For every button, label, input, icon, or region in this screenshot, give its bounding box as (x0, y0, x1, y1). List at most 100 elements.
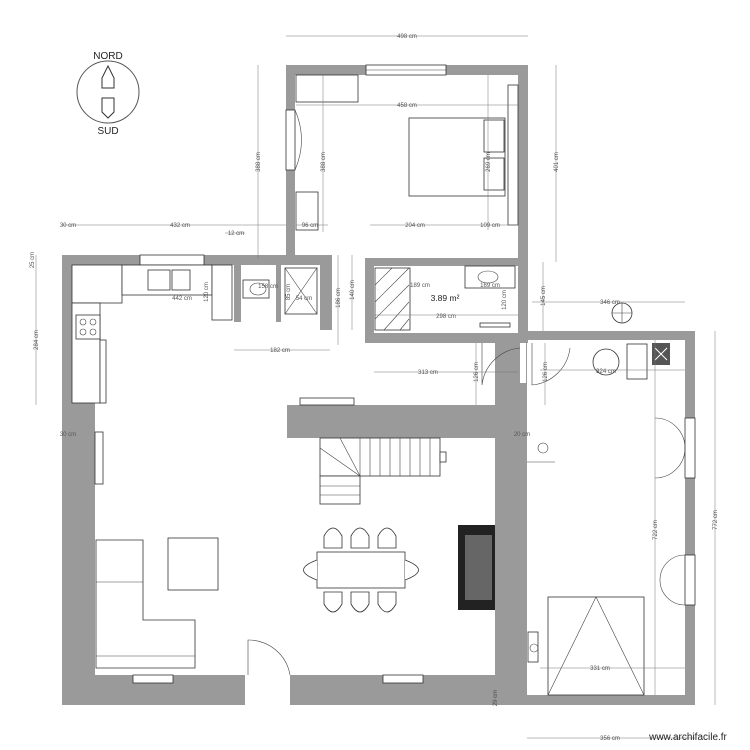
wall (517, 343, 527, 705)
dim-label: 25 cm (30, 252, 36, 268)
pillow (483, 157, 505, 191)
cabinet (626, 343, 648, 380)
compass-rose: NORD SUD (76, 51, 140, 137)
wall (276, 262, 281, 322)
dim-label: 126 cm (543, 362, 549, 382)
dim-label: 158 cm (258, 284, 278, 290)
dim-label: 324 cm (596, 369, 616, 375)
dim-label: 432 cm (170, 223, 190, 229)
window (94, 431, 104, 485)
garage-door (547, 596, 645, 696)
dim-label: 772 cm (713, 510, 719, 530)
shelf (99, 339, 107, 404)
dimension-lines (35, 35, 716, 739)
dim-label: 96 cm (302, 223, 318, 229)
window (684, 554, 696, 606)
dim-label: 12 cm (228, 231, 244, 237)
dim-label: 145 cm (541, 286, 547, 306)
cabinet (211, 264, 233, 321)
door-swing (531, 343, 571, 386)
wall (365, 333, 528, 343)
dim-label: 189 cm (410, 283, 430, 289)
entrance-door-swing (247, 639, 291, 676)
counter (71, 264, 123, 304)
window (382, 674, 424, 684)
compass-north-label: NORD (93, 51, 122, 62)
dim-label: 30 cm (60, 223, 76, 229)
door-swing (481, 343, 521, 386)
wardrobe (507, 84, 519, 226)
dim-label: 126 cm (474, 362, 480, 382)
dim-label: 85 cm (286, 284, 292, 300)
window (684, 417, 696, 479)
stair-post (439, 451, 447, 463)
watermark: www.archifacile.fr (648, 732, 727, 743)
dim-label: 120 cm (502, 290, 508, 310)
wardrobe (295, 191, 319, 231)
dim-label: 298 cm (436, 314, 456, 320)
chair (404, 559, 419, 581)
dimension-labels: 498 cm 458 cm 388 cm 388 cm 269 cm 401 c… (30, 34, 719, 742)
dim-label: 186 cm (336, 288, 342, 308)
dim-label: 313 cm (418, 370, 438, 376)
chair (303, 559, 318, 581)
wall (365, 258, 525, 266)
dim-label: 29 cm (493, 690, 499, 706)
dim-label: 30 cm (60, 432, 76, 438)
dim-label: 20 cm (514, 432, 530, 438)
socket-icon (529, 643, 539, 653)
wardrobe (295, 74, 359, 103)
cooktop-icon (75, 314, 101, 340)
towel-rail (479, 322, 511, 328)
north-arrow-icon (101, 64, 115, 89)
window (132, 674, 174, 684)
staircase (319, 437, 447, 505)
dim-label: 346 cm (600, 300, 620, 306)
dim-label: 458 cm (397, 103, 417, 109)
south-arrow-icon (101, 97, 115, 119)
wall (518, 65, 528, 261)
window (139, 254, 205, 266)
dim-label: 109 cm (480, 223, 500, 229)
water-heater-icon (592, 348, 620, 376)
wall (287, 405, 517, 438)
wall (527, 695, 695, 705)
washbasin-icon (464, 265, 516, 289)
kitchen (71, 264, 233, 404)
chair (323, 527, 343, 549)
wall (234, 262, 241, 322)
wall (518, 258, 528, 343)
dim-label: 498 cm (397, 34, 417, 40)
chair (377, 591, 397, 613)
window (299, 397, 355, 406)
dim-label: 356 cm (600, 736, 620, 742)
chair (350, 591, 370, 613)
compass-south-label: SUD (97, 126, 118, 137)
fireplace-insert (465, 535, 492, 600)
shower (374, 265, 516, 331)
dim-label: 204 cm (405, 223, 425, 229)
bedroom-furniture (294, 74, 519, 231)
chair (350, 527, 370, 549)
dim-label: 442 cm (172, 296, 192, 302)
chair (377, 527, 397, 549)
sink-icon (147, 269, 171, 291)
wall (62, 255, 72, 405)
dim-label: 388 cm (256, 152, 262, 172)
dim-label: 284 cm (34, 330, 40, 350)
sink-icon (171, 269, 191, 291)
window-swing (294, 109, 302, 171)
dim-label: 331 cm (590, 666, 610, 672)
chair (323, 591, 343, 613)
dim-label: 388 cm (321, 152, 327, 172)
window-swing (659, 554, 686, 606)
coffee-table (167, 537, 219, 591)
wall (685, 331, 695, 705)
wall (527, 331, 695, 340)
room-area-label: 3.89 m² (431, 293, 460, 303)
dim-label: 401 cm (554, 152, 560, 172)
dim-label: 182 cm (270, 348, 290, 354)
dim-label: 54 cm (296, 296, 312, 302)
